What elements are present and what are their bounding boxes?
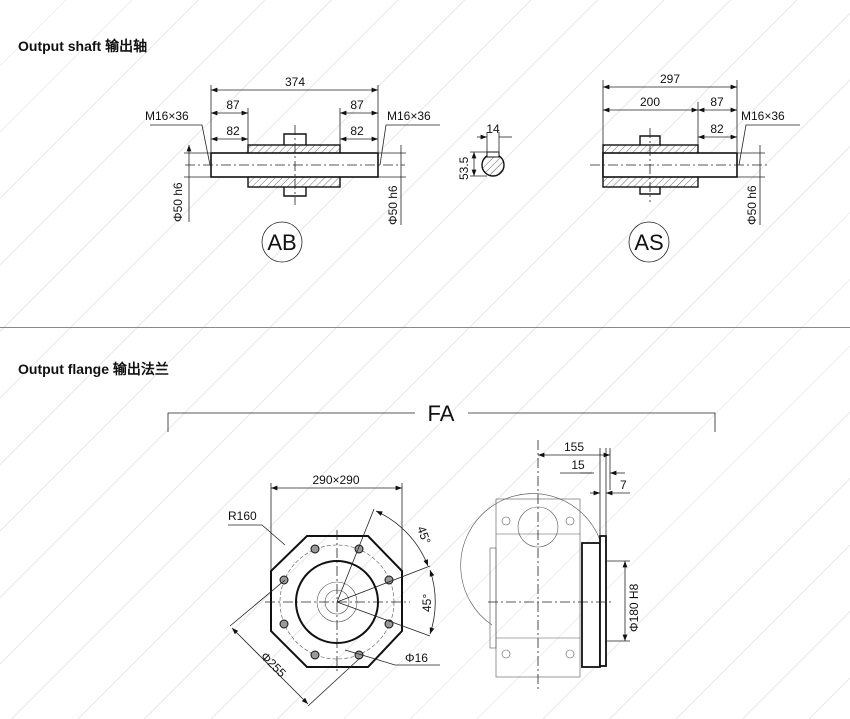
key-height-dim: 53.5 (457, 156, 471, 180)
as-dia: Φ50 h6 (745, 185, 759, 225)
fa-size-dim: 290×290 (312, 473, 359, 487)
section-divider (0, 327, 850, 328)
ab-thread-left: M16×36 (145, 109, 189, 123)
ab-right-outer-dim: 87 (350, 98, 364, 112)
fa-pilot-dia: Φ180 H8 (627, 583, 641, 632)
ab-left-outer-dim: 87 (226, 98, 240, 112)
as-label: AS (634, 230, 663, 255)
ab-dia-right: Φ50 h6 (386, 185, 400, 225)
as-shaft-drawing: 297 200 87 82 M16×36 Φ50 h6 AS (590, 72, 800, 263)
ab-overall-dim: 374 (285, 75, 305, 89)
key-width-dim: 14 (486, 122, 500, 136)
section-title-output-shaft: Output shaft 输出轴 (18, 38, 148, 54)
ab-label: AB (267, 230, 296, 255)
fa-radius: R160 (228, 509, 257, 523)
fa-spigot-dim: 7 (620, 478, 627, 492)
as-outer-dim: 87 (710, 95, 724, 109)
as-thread: M16×36 (741, 109, 785, 123)
fa-label: FA (428, 401, 455, 426)
fa-angle-2: 45° (420, 594, 434, 612)
section-title-output-flange: Output flange 输出法兰 (18, 361, 169, 377)
fa-bolt-circle: Φ255 (258, 649, 289, 680)
as-hub-dim: 200 (640, 95, 660, 109)
ab-dia-left: Φ50 h6 (171, 182, 185, 222)
keyway-section: 14 53.5 (457, 122, 512, 180)
fa-flange-drawing: FA 290×290 45° 45° R160 Φ255 Φ16 (167, 401, 716, 707)
ab-thread-right: M16×36 (387, 109, 431, 123)
fa-angle-1: 45° (414, 524, 433, 546)
bolt-holes (279, 544, 394, 660)
ab-shaft-drawing: 374 87 82 87 82 M16×36 M16×36 Φ50 h6 Φ50… (145, 75, 440, 263)
as-inner-dim: 82 (710, 122, 724, 136)
fa-depth-dim: 155 (564, 440, 584, 454)
ab-left-inner-dim: 82 (226, 124, 240, 138)
as-overall-dim: 297 (660, 72, 680, 86)
fa-bolt-hole: Φ16 (405, 651, 428, 665)
fa-flange-thk-dim: 15 (571, 458, 585, 472)
ab-right-inner-dim: 82 (350, 124, 364, 138)
